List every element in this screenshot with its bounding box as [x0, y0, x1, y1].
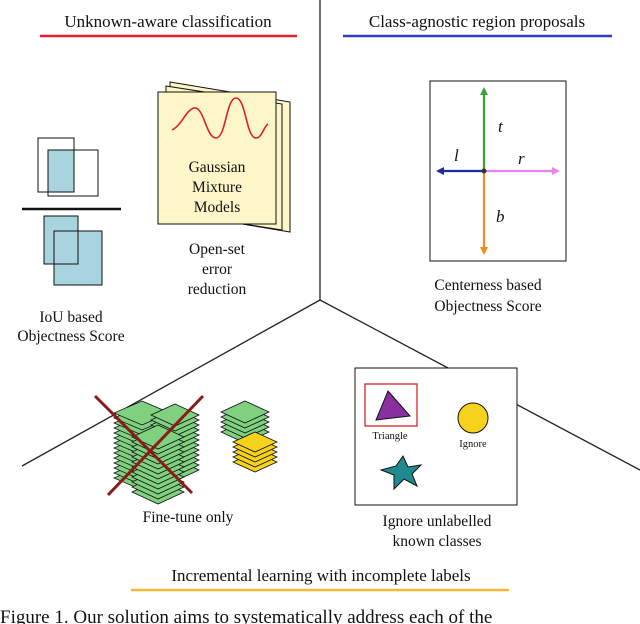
gmm-label-line-1: Open-set	[189, 241, 246, 258]
stack-layer	[220, 400, 270, 424]
figure-caption: Figure 1. Our solution aims to systemati…	[0, 607, 492, 624]
iou-label-line-1: IoU based	[39, 309, 103, 326]
gmm-card-line-2: Mixture	[192, 179, 242, 196]
centerness-arrows	[436, 87, 560, 255]
gmm-card-line-3: Models	[194, 199, 241, 216]
small-layer-stack	[220, 400, 278, 473]
gmm-card-line-1: Gaussian	[189, 159, 246, 176]
stack-layer	[232, 431, 278, 453]
gmm-label-line-3: reduction	[188, 281, 247, 298]
ignore-label-line-1: Ignore unlabelled	[383, 513, 492, 530]
centerness-label-line-2: Objectness Score	[434, 298, 541, 315]
triangle-label: Triangle	[372, 431, 408, 442]
cross-out-mark	[93, 394, 205, 497]
symbol-t: t	[498, 117, 504, 136]
ignore-label: Ignore	[459, 439, 487, 450]
incremental-title: Incremental learning with incomplete lab…	[171, 566, 470, 585]
iou-diagram	[22, 137, 121, 286]
iou-label-line-2: Objectness Score	[17, 328, 124, 345]
symbol-l: l	[454, 146, 459, 165]
triangle-highlight-box	[364, 383, 418, 427]
finetune-label: Fine-tune only	[143, 509, 234, 526]
gmm-label-line-2: error	[202, 261, 233, 278]
unknown-aware-title: Unknown-aware classification	[64, 12, 272, 31]
gaussian-curve	[171, 97, 269, 139]
symbol-b: b	[496, 207, 505, 226]
triangle-shape	[375, 390, 412, 421]
star-shape	[379, 454, 423, 491]
class-agnostic-title: Class-agnostic region proposals	[369, 12, 585, 31]
ignore-panel-box	[354, 367, 518, 506]
ignore-label-line-2: known classes	[392, 533, 481, 550]
circle-shape	[457, 402, 489, 434]
centerness-label-line-1: Centerness based	[434, 277, 541, 294]
symbol-r: r	[518, 149, 525, 168]
gmm-card-stack	[157, 81, 291, 233]
